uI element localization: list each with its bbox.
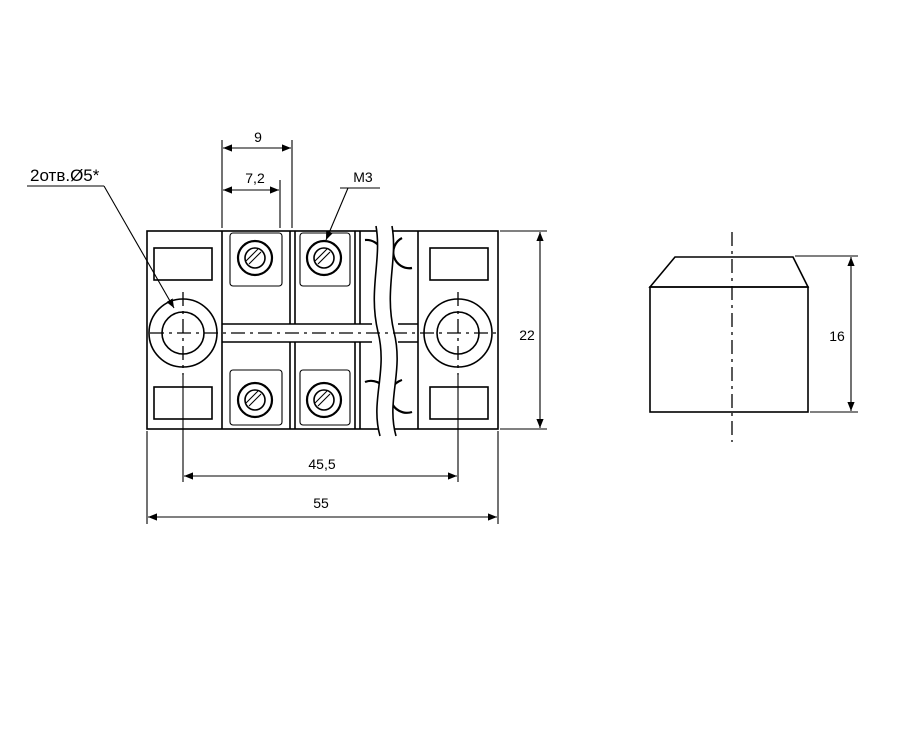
dim-height-label: 22 [519, 327, 535, 343]
dim-length-label: 55 [313, 495, 329, 511]
dim-side-height-label: 16 [829, 328, 845, 344]
side-view-body [649, 286, 809, 413]
dim-hole-spacing-label: 45,5 [308, 456, 335, 472]
left-top-slot [153, 247, 213, 281]
leader-screw-thread [325, 187, 349, 241]
right-bottom-slot [429, 386, 489, 420]
front-view [146, 225, 500, 437]
front-dimensions: 9 7,2 M3 2отв.Ø5* 22 45,5 55 [27, 129, 547, 524]
break-line-right [389, 225, 398, 437]
screw-thread-label: M3 [353, 169, 373, 185]
break-line-left [373, 225, 382, 437]
block-body-outline [146, 230, 499, 430]
screw-bottom-1 [236, 381, 274, 419]
side-view-chamfer-top [648, 256, 810, 288]
dim-screw-spacing-label: 7,2 [245, 170, 265, 186]
side-view: 16 [648, 232, 858, 442]
screw-top-2 [305, 239, 343, 277]
dim-pitch-label: 9 [254, 129, 262, 145]
screw-top-1 [236, 239, 274, 277]
leader-hole-note [103, 185, 175, 309]
screw-bottom-2 [305, 381, 343, 419]
right-top-slot [429, 247, 489, 281]
hole-note-label: 2отв.Ø5* [30, 166, 100, 185]
